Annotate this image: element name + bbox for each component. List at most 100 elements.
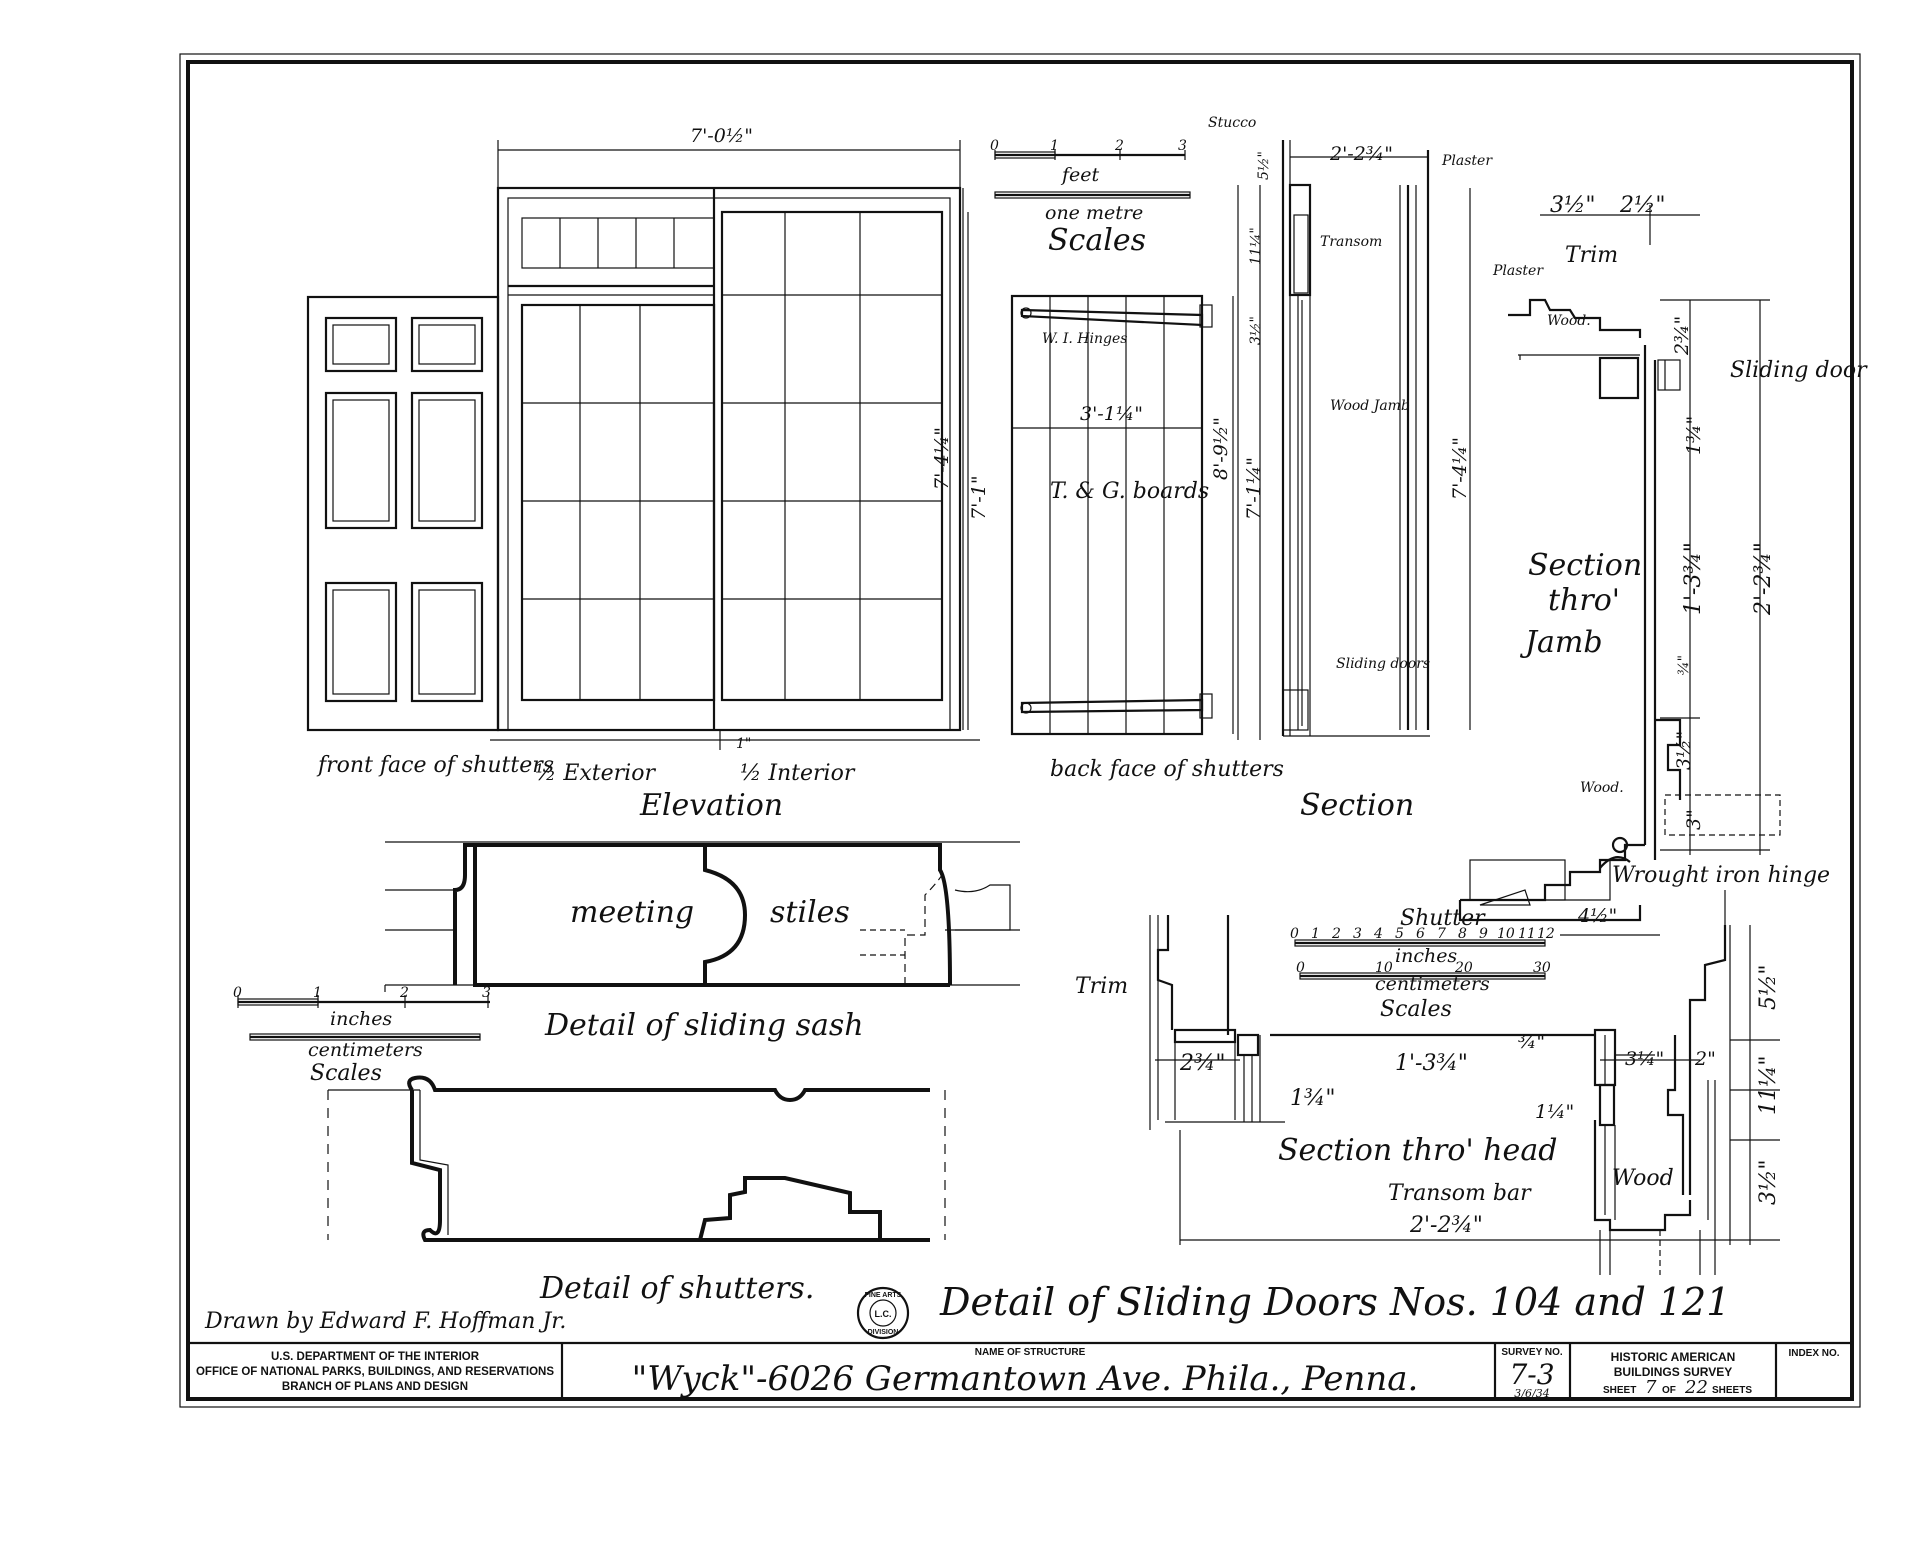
title-section: Section [1300,788,1414,823]
sash-scale-centimeters: centimeters [308,1039,423,1061]
label-wood-head: Wood [1612,1166,1674,1191]
label-plaster-section: Plaster [1441,153,1493,169]
sheet-word: SHEET [1603,1385,1636,1396]
shutter-panel [324,581,398,703]
head-cm-tick-2: 20 [1454,960,1473,976]
shutter-panel [324,316,398,373]
shutter-section [1460,843,1645,902]
hinge-strap-top [1020,308,1204,327]
head-cm-tick-0: 0 [1296,960,1305,976]
label-wrought-hinge: Wrought iron hinge [1612,863,1830,888]
label-trim-jamb: Trim [1565,243,1618,268]
label-transom: Transom [1320,234,1382,250]
dim-head-d7: 5½" [1756,965,1781,1010]
scale-tick-0: 0 [990,138,999,154]
dim-head-d6: 2" [1694,1048,1716,1070]
survey-date: 3/6/34 [1514,1387,1549,1400]
dim-jamb-d2: 2½" [1619,193,1665,218]
sash-detail-drawing [237,841,1020,1041]
habs-line-2: BUILDINGS SURVEY [1614,1365,1732,1379]
head-cm-tick-1: 10 [1375,960,1393,976]
head-scale-tick-4: 4 [1373,926,1383,942]
dim-height-inner: 7'-1" [968,475,990,520]
head-scale-tick-6: 6 [1416,926,1425,942]
survey-number: 7-3 [1509,1358,1554,1391]
head-scale-tick-11: 11 [1518,926,1536,942]
title-block [188,1341,1852,1399]
head-scale-tick-7: 7 [1437,926,1446,942]
outer-border [179,53,1861,1408]
dim-back-height: 8'-9½" [1210,417,1232,480]
head-scale-tick-10: 10 [1497,926,1515,942]
stamp-center-text: L.C. [875,1309,892,1319]
dim-head-d11: 2'-2¾" [1409,1213,1483,1238]
head-scale-tick-1: 1 [1311,926,1320,942]
shutters-detail-drawing [327,1075,946,1242]
front-shutter-outline [306,295,500,732]
label-plaster-jamb: Plaster [1492,263,1544,279]
head-cm-tick-3: 30 [1533,960,1551,976]
dim-section-d1: 5½" [1256,151,1272,180]
structure-name: "Wyck"-6026 Germantown Ave. Phila., Penn… [632,1359,1419,1399]
dim-jamb-d10: 4½" [1577,905,1617,927]
dim-section-d2: 11¼" [1248,227,1264,265]
stamp-bottom-text: DIVISION [868,1329,899,1336]
door-frame-inner [507,197,951,731]
label-stiles: stiles [770,895,850,930]
label-boards: T. & G. boards [1050,479,1209,504]
label-hinges: W. I. Hinges [1042,331,1127,347]
dept-line-3: BRANCH OF PLANS AND DESIGN [282,1381,468,1393]
dim-jamb-d8: 3½" [1673,731,1695,770]
hinge-strap-bottom [1020,698,1204,714]
head-scale-tick-9: 9 [1479,926,1488,942]
dim-jamb-d1: 3½" [1550,193,1595,218]
scale-metre-label: one metre [1045,202,1143,224]
head-section-drawing [1149,890,1780,1275]
dim-section-d4: 7'-1¼" [1243,457,1265,520]
title-jamb-3: Jamb [1519,625,1603,660]
title-sash-scales: Scales [310,1061,382,1086]
dim-head-d8: 1¼" [1535,1101,1574,1123]
label-back-face: back face of shutters [1050,757,1284,782]
transom-sash [521,217,715,269]
shutter-panel [410,316,484,373]
dim-jamb-d9: 3" [1683,809,1705,830]
shutter-moulding [698,1176,882,1241]
dim-jamb-d7: ¾" [1676,655,1692,675]
shutter-panel-inner [332,589,390,695]
sheet-title: Detail of Sliding Doors Nos. 104 and 121 [939,1280,1730,1324]
of-word: OF [1662,1385,1676,1396]
label-sliding-door: Sliding door [1730,358,1868,383]
sash-scale-tick-3: 3 [482,985,491,1001]
dept-line-2: OFFICE OF NATIONAL PARKS, BUILDINGS, AND… [196,1366,554,1378]
dim-section-d3: 3½" [1248,316,1264,345]
label-exterior: ½ Exterior [535,761,656,786]
sash-scale-inches: inches [330,1008,392,1030]
sheets-word: SHEETS [1712,1385,1752,1396]
label-meeting: meeting [570,895,694,930]
label-stucco: Stucco [1208,115,1256,131]
stamp-top-text: FINE ARTS [865,1292,902,1299]
head-scale-centimeters: centimeters [1375,973,1490,995]
jamb-section-drawing [1458,205,1781,936]
section-drawing [1237,140,1471,740]
shutter-edge-top [438,1088,930,1103]
inner-border [186,60,1854,1401]
title-shutters-detail: Detail of shutters. [539,1271,814,1306]
dim-height-left: 7'-4¼" [931,427,953,490]
shutter-panel-inner [418,589,476,695]
head-scale-tick-2: 2 [1331,926,1341,942]
dim-head-d2: 1¾" [1290,1086,1335,1111]
sash-scale-tick-1: 1 [313,985,322,1001]
dim-head-d3: 1'-3¾" [1395,1051,1468,1076]
shutter-edge-bottom [410,1090,930,1242]
trim-profile [1508,298,1642,338]
dim-gap: 1" [736,736,751,752]
scale-tick-2: 2 [1114,138,1124,154]
shutter-panel [410,581,484,703]
head-scale-tick-5: 5 [1395,926,1404,942]
dim-section-d5: 7'-4¼" [1449,437,1471,500]
shutter-panel-inner [332,324,390,365]
transom-head [1288,183,1312,297]
